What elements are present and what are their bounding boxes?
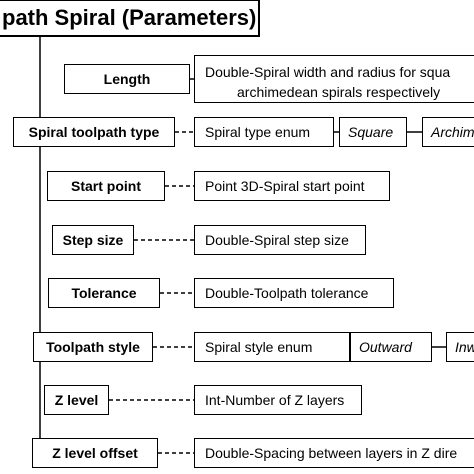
option-box: Square [339,117,407,147]
description-text: Point 3D-Spiral start point [205,178,365,194]
description-text: Double-Spacing between layers in Z dire [205,445,458,461]
param-box: Start point [47,171,165,201]
description-box: Int-Number of Z layers [194,385,362,415]
param-box: Toolpath style [33,332,153,362]
description-text: Double-Spiral width and radius for squa [205,64,451,80]
description-box: Double-Spacing between layers in Z dire [194,438,474,468]
param-box: Tolerance [48,278,160,308]
param-box: Z level offset [32,438,158,468]
description-box: Double-Spiral step size [194,225,366,255]
description-box: Point 3D-Spiral start point [194,171,390,201]
description-text: Double-Spiral step size [205,232,349,248]
option-box: Inw [446,332,474,362]
diagram-title: path Spiral (Parameters) [0,0,260,37]
description-box: Spiral type enum [194,117,334,147]
option-box: Outward [350,332,432,362]
option-box: Archim [422,117,474,147]
param-box: Z level [44,385,109,415]
description-box: Double-Spiral width and radius for squa a… [194,55,474,103]
description-box: Double-Toolpath tolerance [194,278,394,308]
description-text: archimedean spirals respectively [237,84,441,100]
param-box: Length [64,64,190,94]
description-text: Int-Number of Z layers [205,392,345,408]
description-text: Spiral style enum [205,339,313,355]
description-text: Spiral type enum [205,124,311,140]
description-text: Double-Toolpath tolerance [205,285,369,301]
param-box: Step size [52,225,134,255]
param-box: Spiral toolpath type [13,117,175,147]
description-box: Spiral style enum [194,332,350,362]
